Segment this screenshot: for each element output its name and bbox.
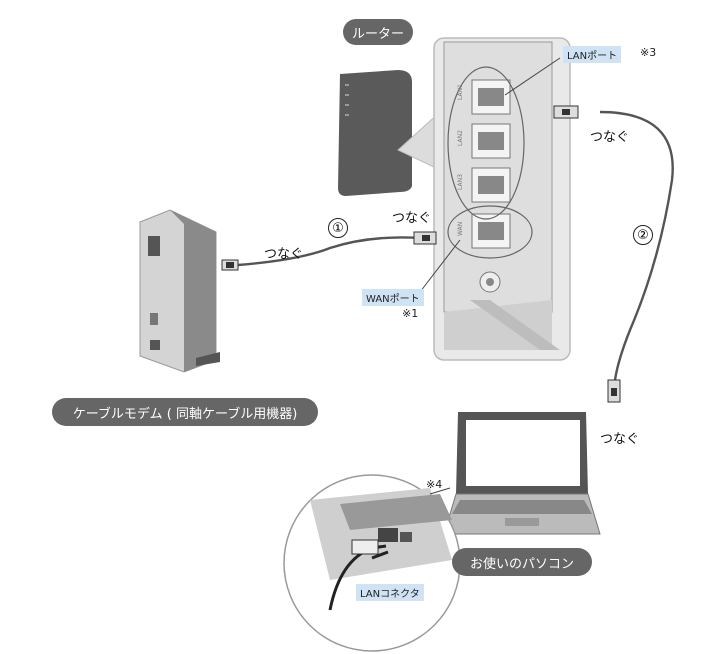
lan-port-note: ※3 — [640, 46, 657, 59]
connect-label-pc: つなぐ — [600, 432, 640, 447]
pc-zoom-note: ※4 — [426, 478, 443, 491]
laptop — [443, 412, 601, 535]
svg-text:LAN1: LAN1 — [457, 84, 464, 100]
lan-port-1 — [471, 79, 511, 115]
wan-port — [471, 213, 511, 249]
svg-text:LAN2: LAN2 — [457, 130, 464, 146]
wan-port-highlight — [447, 205, 533, 259]
cable-2 — [599, 110, 674, 381]
insert-arrow — [371, 550, 389, 560]
router-back-panel: LAN1 LAN2 LAN3 WAN — [397, 37, 571, 361]
svg-text:WAN: WAN — [457, 222, 464, 236]
cable-2-plug-router — [553, 105, 579, 119]
pc-label: お使いのパソコン — [452, 548, 592, 576]
lan-connector-label: LANコネクタ — [356, 584, 424, 601]
connect-label-lan: つなぐ — [590, 130, 630, 145]
wan-port-label: WANポート — [362, 289, 424, 306]
wan-pointer-line — [419, 239, 461, 293]
connect-label-modem: つなぐ — [264, 247, 304, 262]
cable-modem — [139, 209, 220, 373]
cable-1 — [237, 236, 421, 267]
router-front — [338, 70, 412, 196]
step-2-badge: ② — [633, 225, 653, 245]
lan-port-label: LANポート — [563, 46, 622, 63]
cable-1-plug-router — [413, 231, 437, 245]
lan-port-2 — [471, 123, 511, 159]
cable-2-plug-pc — [607, 379, 621, 403]
cable-1-plug-modem — [221, 259, 239, 271]
lan-pointer-line — [504, 57, 561, 96]
router-label: ルーター — [343, 19, 413, 45]
lan-ports-highlight — [447, 66, 525, 220]
svg-text:LAN3: LAN3 — [457, 174, 464, 190]
step-1-badge: ① — [328, 218, 348, 238]
lan-port-3 — [471, 167, 511, 203]
zoom-circle — [283, 474, 461, 652]
wan-port-note: ※1 — [402, 307, 419, 320]
connect-label-wan: つなぐ — [392, 211, 432, 226]
modem-label: ケーブルモデム ( 同軸ケーブル用機器) — [52, 398, 318, 426]
